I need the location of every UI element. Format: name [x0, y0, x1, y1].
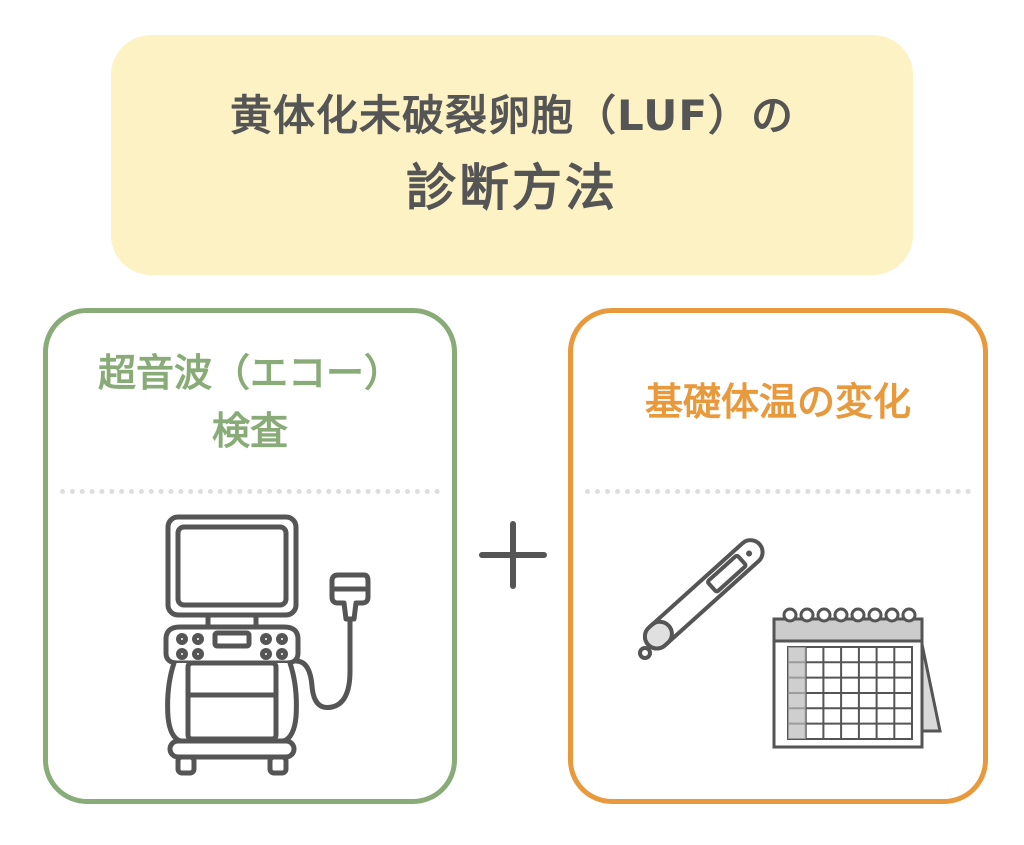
- plus-icon: [479, 521, 547, 589]
- calendar-icon: [772, 607, 942, 749]
- basal-temperature-card: 基礎体温の変化: [568, 308, 988, 804]
- ultrasound-card-heading: 超音波（エコー） 検査: [48, 313, 452, 491]
- card-divider: [60, 489, 440, 494]
- ultrasound-machine-icon: [163, 514, 371, 776]
- card-divider: [585, 489, 971, 494]
- ultrasound-card: 超音波（エコー） 検査: [43, 308, 457, 804]
- title-line-2: 診断方法: [406, 159, 618, 217]
- ultrasound-heading-line-1: 超音波（エコー）: [97, 351, 402, 395]
- title-banner: 黄体化未破裂卵胞（LUF）の 診断方法: [111, 35, 913, 275]
- basal-temperature-card-heading: 基礎体温の変化: [573, 313, 983, 491]
- thermometer-icon: [638, 538, 765, 660]
- ultrasound-heading-line-2: 検査: [211, 409, 288, 453]
- basal-temperature-heading: 基礎体温の変化: [644, 380, 911, 424]
- title-line-1: 黄体化未破裂卵胞（LUF）の: [229, 91, 795, 140]
